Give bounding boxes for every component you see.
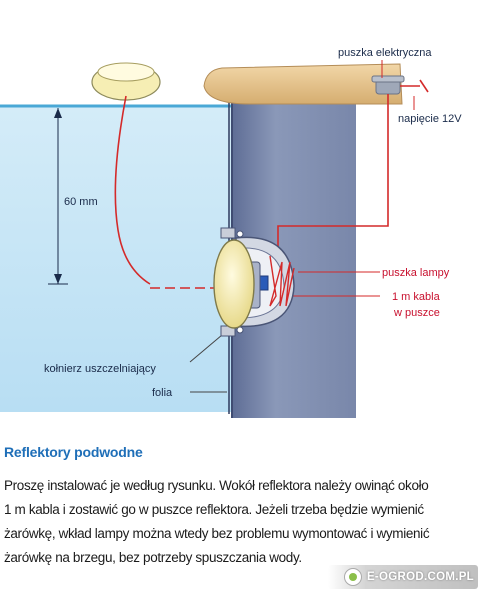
leaf-logo-icon — [343, 568, 362, 586]
supply-cable-end — [419, 79, 429, 93]
flange-screw-bottom — [236, 326, 244, 334]
coiled-cable — [269, 255, 295, 307]
flange-screw-top — [236, 230, 244, 238]
dimension-arrow-bottom — [54, 274, 62, 284]
label-seal-flange: kołnierz uszczelniający — [44, 363, 156, 375]
coping-stone — [203, 63, 403, 105]
instructions-line: żarówkę na brzegu, bez potrzeby spuszcza… — [4, 550, 302, 565]
dimension-arrow-top — [54, 108, 62, 118]
label-lamp-box: puszka lampy — [382, 267, 450, 279]
pool-water — [0, 106, 232, 412]
section-title: Reflektory podwodne — [4, 444, 143, 460]
site-watermark: E-OGROD.COM.PL — [328, 565, 478, 589]
floating-reflector-cable — [114, 95, 151, 285]
label-voltage: napięcie 12V — [398, 113, 462, 125]
floating-reflector-lens — [97, 62, 155, 82]
label-depth: 60 mm — [64, 196, 98, 208]
conduit-to-lamp — [277, 94, 389, 250]
pool-reflector-diagram: puszka elektryczna napięcie 12V 60 mm pu… — [0, 47, 462, 418]
label-cable-line1: 1 m kabla — [392, 291, 441, 303]
instructions-line: 1 m kabla i zostawić go w puszce reflekt… — [4, 502, 424, 517]
label-foil: folia — [152, 387, 173, 399]
instructions-line: Proszę instalować je według rysunku. Wok… — [4, 478, 429, 493]
label-junction-box: puszka elektryczna — [338, 47, 432, 59]
junction-box-lid — [371, 75, 405, 83]
instructions-paragraph: Proszę instalować je według rysunku. Wok… — [4, 474, 476, 570]
leader-flange — [189, 334, 223, 363]
label-cable-line2: w puszce — [393, 307, 440, 319]
wall-reflector-lens — [213, 239, 255, 329]
watermark-text: E-OGROD.COM.PL — [366, 571, 474, 583]
seal-flange-top — [220, 227, 236, 239]
instructions-line: żarówkę, wkład lampy można wtedy bez pro… — [4, 526, 430, 541]
